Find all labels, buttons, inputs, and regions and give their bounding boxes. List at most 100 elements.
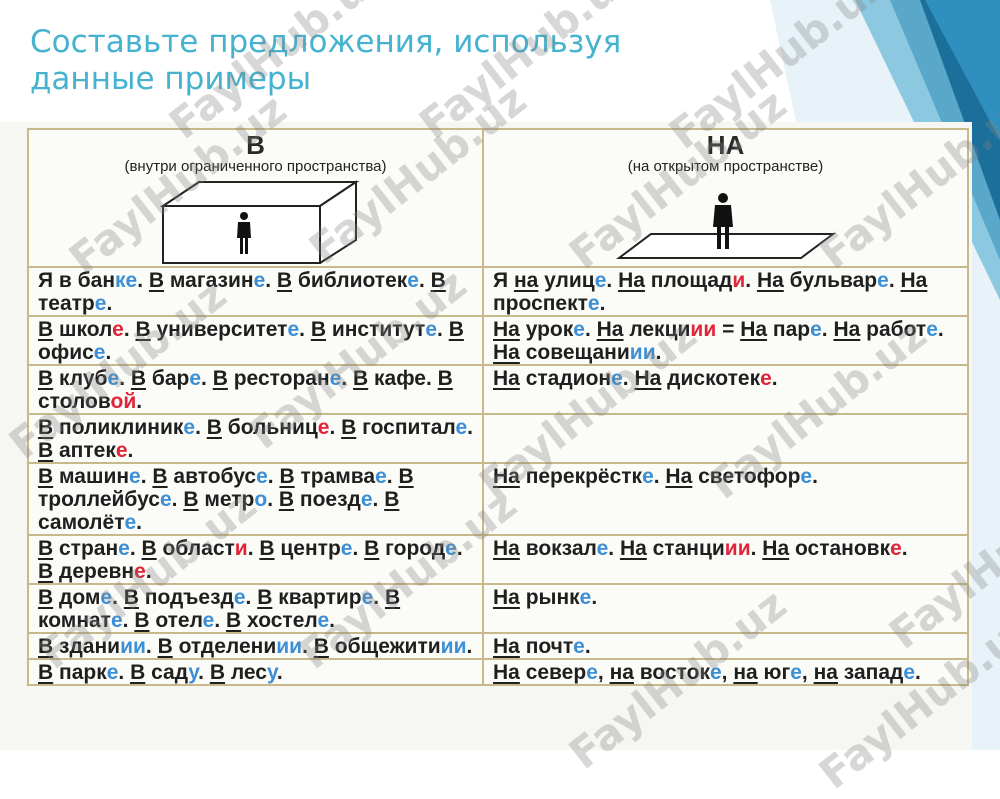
- preposition-underlined: В: [134, 609, 150, 632]
- preposition-underlined: В: [257, 586, 273, 609]
- text-segment: вокзал: [519, 537, 597, 560]
- text-segment: .: [771, 367, 778, 390]
- text-segment: столов: [38, 390, 111, 413]
- table-row: В парке. В саду. В лесу.На севере, на во…: [27, 658, 969, 686]
- text-segment: рынк: [519, 586, 580, 609]
- ending-highlight: и: [732, 269, 746, 292]
- text-segment: .: [655, 341, 662, 364]
- preposition-v: В: [246, 130, 265, 160]
- table-row: Я в банке. В магазине. В библиотеке. В т…: [27, 266, 969, 317]
- text-segment: университет: [150, 318, 288, 341]
- text-segment: .: [418, 269, 431, 292]
- text-segment: .: [915, 661, 921, 684]
- ending-highlight: и: [629, 341, 643, 364]
- text-segment: юг: [757, 661, 791, 684]
- text-segment: .: [386, 465, 399, 488]
- ending-highlight: о: [254, 488, 268, 511]
- text-segment: ресторан: [227, 367, 330, 390]
- text-segment: .: [467, 416, 473, 439]
- preposition-underlined: В: [276, 269, 293, 292]
- text-segment: .: [267, 465, 280, 488]
- table-header-row: В (внутри ограниченного пространства) НА…: [27, 128, 969, 268]
- text-segment: .: [105, 341, 112, 364]
- cell-v: В доме. В подъезде. В квартире. В комнат…: [27, 583, 484, 634]
- preposition-underlined: В: [278, 488, 295, 511]
- text-segment: .: [302, 635, 314, 658]
- text-segment: .: [145, 635, 158, 658]
- text-segment: работ: [860, 318, 927, 341]
- text-segment: .: [267, 488, 279, 511]
- ending-highlight: е: [329, 367, 342, 390]
- text-segment: .: [137, 269, 149, 292]
- text-segment: офис: [38, 341, 94, 364]
- ending-highlight: е: [375, 465, 387, 488]
- text-segment: площад: [644, 269, 733, 292]
- table-row: В доме. В подъезде. В квартире. В комнат…: [27, 583, 969, 634]
- preposition-underlined: На: [756, 269, 784, 292]
- text-segment: .: [276, 661, 283, 684]
- ending-highlight: е: [189, 367, 202, 390]
- ending-highlight: ии: [276, 635, 303, 658]
- text-segment: пар: [767, 318, 811, 341]
- text-segment: ,: [597, 661, 610, 684]
- text-segment: .: [584, 318, 597, 341]
- description-v: (внутри ограниченного пространства): [124, 158, 387, 175]
- preposition-underlined: На: [493, 318, 520, 341]
- preposition-underlined: В: [38, 367, 54, 390]
- ending-highlight: е: [810, 318, 822, 341]
- ending-highlight: е: [361, 586, 374, 609]
- ending-highlight: е: [445, 537, 457, 560]
- text-segment: общежити: [328, 635, 441, 658]
- prepositions-table: В (внутри ограниченного пространства) НА…: [27, 128, 969, 686]
- cell-na: На уроке. На лекциии = На паре. На работ…: [482, 315, 969, 366]
- preposition-underlined: В: [141, 537, 157, 560]
- text-segment: квартир: [272, 586, 362, 609]
- preposition-underlined: На: [493, 465, 520, 488]
- ending-highlight: е: [587, 292, 600, 315]
- ending-highlight: е: [100, 586, 113, 609]
- ending-highlight: е: [129, 465, 141, 488]
- ending-highlight: е: [340, 537, 353, 560]
- text-segment: .: [145, 560, 152, 583]
- text-segment: улиц: [538, 269, 595, 292]
- preposition-underlined: На: [493, 586, 520, 609]
- ending-highlight: е: [93, 341, 106, 364]
- ending-highlight: е: [790, 661, 802, 684]
- preposition-underlined: В: [148, 269, 165, 292]
- preposition-underlined: В: [130, 367, 147, 390]
- ending-highlight: е: [115, 439, 128, 462]
- preposition-underlined: В: [38, 465, 54, 488]
- text-segment: .: [591, 586, 598, 609]
- text-segment: .: [352, 537, 365, 560]
- preposition-underlined: В: [341, 416, 357, 439]
- preposition-underlined: В: [209, 661, 225, 684]
- text-segment: .: [812, 465, 818, 488]
- text-segment: перекрёстк: [519, 465, 643, 488]
- preposition-underlined: В: [279, 465, 295, 488]
- preposition-underlined: В: [38, 560, 54, 583]
- preposition-underlined: В: [38, 439, 54, 462]
- text-segment: парк: [53, 661, 107, 684]
- preposition-underlined: В: [38, 586, 54, 609]
- text-segment: .: [937, 318, 944, 341]
- text-segment: светофор: [692, 465, 801, 488]
- cell-na: [482, 413, 969, 464]
- ending-highlight: е: [94, 292, 107, 315]
- text-segment: .: [140, 465, 153, 488]
- ending-highlight: и: [690, 318, 704, 341]
- cell-na: На рынке.: [482, 583, 969, 634]
- preposition-underlined: На: [634, 367, 662, 390]
- ending-highlight: е: [124, 511, 137, 534]
- preposition-underlined: На: [740, 318, 768, 341]
- text-segment: .: [247, 537, 260, 560]
- text-segment: метр: [198, 488, 255, 511]
- text-segment: .: [622, 367, 635, 390]
- text-segment: .: [372, 488, 385, 511]
- ending-highlight: е: [110, 609, 123, 632]
- text-segment: центр: [274, 537, 341, 560]
- ending-highlight: е: [760, 367, 772, 390]
- preposition-underlined: В: [135, 318, 151, 341]
- closed-box-with-person-illustration: [159, 180, 359, 264]
- text-segment: .: [373, 586, 385, 609]
- text-segment: .: [466, 635, 473, 658]
